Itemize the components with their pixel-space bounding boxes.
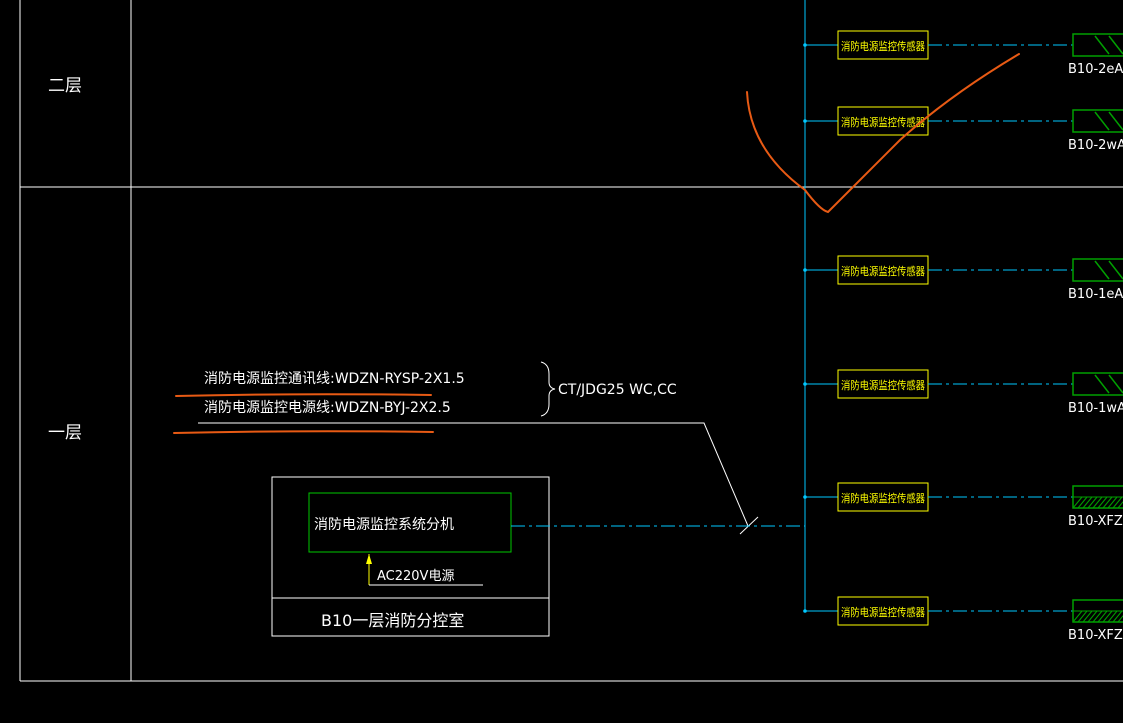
- panel-hatch-line: [1077, 610, 1088, 623]
- sensor-rows: 消防电源监控传感器B10-2eAL消防电源监控传感器B10-2wAL消防电源监控…: [803, 30, 1123, 643]
- sensor-row: 消防电源监控传感器 B10-1wAL: [803, 369, 1123, 416]
- bus-junction-dot: [803, 268, 807, 272]
- panel-hatch-line: [1077, 496, 1088, 509]
- panel-hatch-line: [1097, 496, 1108, 509]
- sensor-label: 消防电源监控传感器: [841, 115, 925, 129]
- panel-hatch-line: [1094, 374, 1110, 394]
- panel-hatch-line: [1097, 610, 1108, 623]
- sensor-row: 消防电源监控传感器 B10-2eAL: [803, 30, 1123, 77]
- sensor-row: 消防电源监控传感器 B10-XFZZ: [803, 482, 1123, 529]
- panel-hatch-line: [1102, 496, 1113, 509]
- panel-target-label: B10-2eAL: [1068, 62, 1123, 77]
- conduit-note: CT/JDG25 WC,CC: [558, 382, 677, 398]
- panel-hatch-line: [1108, 260, 1123, 280]
- control-room-box: [271, 476, 550, 637]
- panel-hatch-line: [1092, 496, 1103, 509]
- bus-junction-dot: [803, 495, 807, 499]
- panel-hatch-line: [1112, 610, 1123, 623]
- sensor-label: 消防电源监控传感器: [841, 491, 925, 505]
- host-unit-box[interactable]: [308, 492, 512, 553]
- panel-hatch-line: [1094, 111, 1110, 131]
- host-power-arrow: [366, 554, 372, 564]
- floor-label-first: 一层: [48, 423, 82, 443]
- sensor-label: 消防电源监控传感器: [841, 264, 925, 278]
- panel-hatch-line: [1082, 610, 1093, 623]
- markup-underline-comm: [175, 393, 432, 397]
- panel-target-label: B10-XFZ: [1068, 628, 1123, 643]
- distribution-panel-symbol[interactable]: [1072, 258, 1123, 282]
- panel-target-label: B10-1wAL: [1068, 401, 1123, 416]
- bus-junction-dot: [803, 382, 807, 386]
- panel-target-label: B10-1eAL: [1068, 287, 1123, 302]
- markup-check-mark: [746, 53, 1020, 214]
- bus-junction-dot: [803, 609, 807, 613]
- panel-target-label: B10-XFZZ: [1068, 514, 1123, 529]
- panel-hatch-line: [1107, 496, 1118, 509]
- panel-hatch-line: [1082, 496, 1093, 509]
- distribution-panel-symbol[interactable]: [1072, 109, 1123, 133]
- panel-hatch-line: [1107, 610, 1118, 623]
- panel-hatch-line: [1094, 35, 1110, 55]
- floor-grid: [19, 0, 1123, 682]
- bus-junction-dot: [803, 119, 807, 123]
- host-power-label: AC220V电源: [377, 569, 454, 584]
- control-room-label: B10一层消防分控室: [321, 611, 464, 630]
- bus-junction-dot: [803, 43, 807, 47]
- panel-target-label: B10-2wAL: [1068, 138, 1123, 153]
- panel-hatch-line: [1087, 610, 1098, 623]
- panel-hatch-line: [1087, 496, 1098, 509]
- panel-hatch-line: [1072, 610, 1083, 623]
- distribution-panel-symbol[interactable]: [1072, 372, 1123, 396]
- sensor-row: 消防电源监控传感器 B10-2wAL: [803, 106, 1123, 153]
- panel-hatch-line: [1092, 610, 1103, 623]
- cable-brace: [540, 361, 556, 417]
- sensor-label: 消防电源监控传感器: [841, 39, 925, 53]
- panel-hatch-line: [1112, 496, 1123, 509]
- markup-layer: [173, 53, 1020, 434]
- sensor-label: 消防电源监控传感器: [841, 605, 925, 619]
- distribution-panel-symbol[interactable]: [1072, 33, 1123, 57]
- sensor-label: 消防电源监控传感器: [841, 378, 925, 392]
- sensor-row: 消防电源监控传感器 B10-XFZ: [803, 596, 1123, 643]
- panel-hatch-line: [1072, 496, 1083, 509]
- markup-underline-power: [173, 430, 434, 434]
- sensor-row: 消防电源监控传感器 B10-1eAL: [803, 255, 1123, 302]
- panel-hatch-line: [1108, 35, 1123, 55]
- panel-hatch-line: [1094, 260, 1110, 280]
- floor-label-second: 二层: [48, 76, 82, 96]
- comm-line-label: 消防电源监控通讯线:WDZN-RYSP-2X1.5: [204, 371, 465, 387]
- panel-hatch-line: [1108, 111, 1123, 131]
- power-line-label: 消防电源监控电源线:WDZN-BYJ-2X2.5: [204, 400, 451, 416]
- panel-hatch-line: [1108, 374, 1123, 394]
- host-unit-label: 消防电源监控系统分机: [314, 517, 454, 533]
- panel-hatch-line: [1102, 610, 1113, 623]
- cable-leader-line: [198, 422, 749, 527]
